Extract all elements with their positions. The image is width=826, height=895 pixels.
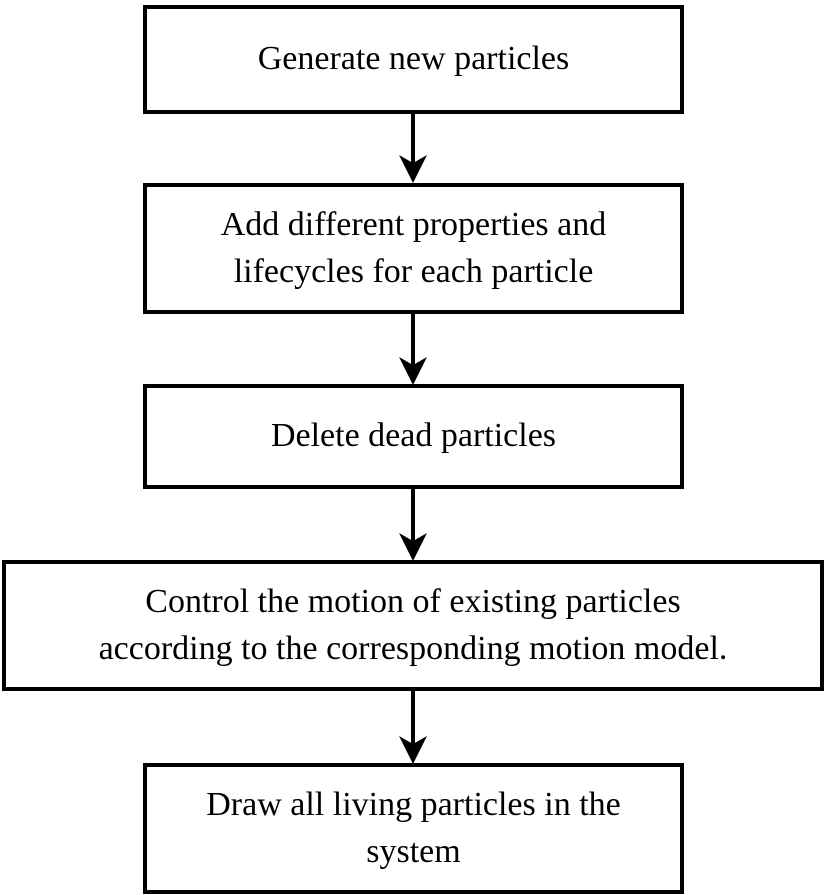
- flow-step-label: Delete dead particles: [270, 417, 557, 455]
- flow-step-delete-dead-particles: Delete dead particles: [143, 384, 684, 489]
- arrow-down-icon: [399, 112, 427, 183]
- flow-step-control-motion: Control the motion of existing particles…: [2, 560, 824, 691]
- flow-step-label: Draw all living particles in the system: [206, 785, 621, 870]
- flow-step-draw-living-particles: Draw all living particles in the system: [143, 763, 684, 894]
- arrow-down-icon: [399, 312, 427, 385]
- arrow-down-icon: [399, 487, 427, 561]
- flow-step-generate-new-particles: Generate new particles: [143, 5, 684, 114]
- flow-step-label: Add different properties and lifecycles …: [220, 205, 607, 290]
- arrow-down-icon: [399, 689, 427, 764]
- flow-step-label: Generate new particles: [257, 40, 570, 78]
- flow-step-add-properties-lifecycles: Add different properties and lifecycles …: [143, 183, 684, 314]
- flow-step-label: Control the motion of existing particles…: [98, 582, 728, 667]
